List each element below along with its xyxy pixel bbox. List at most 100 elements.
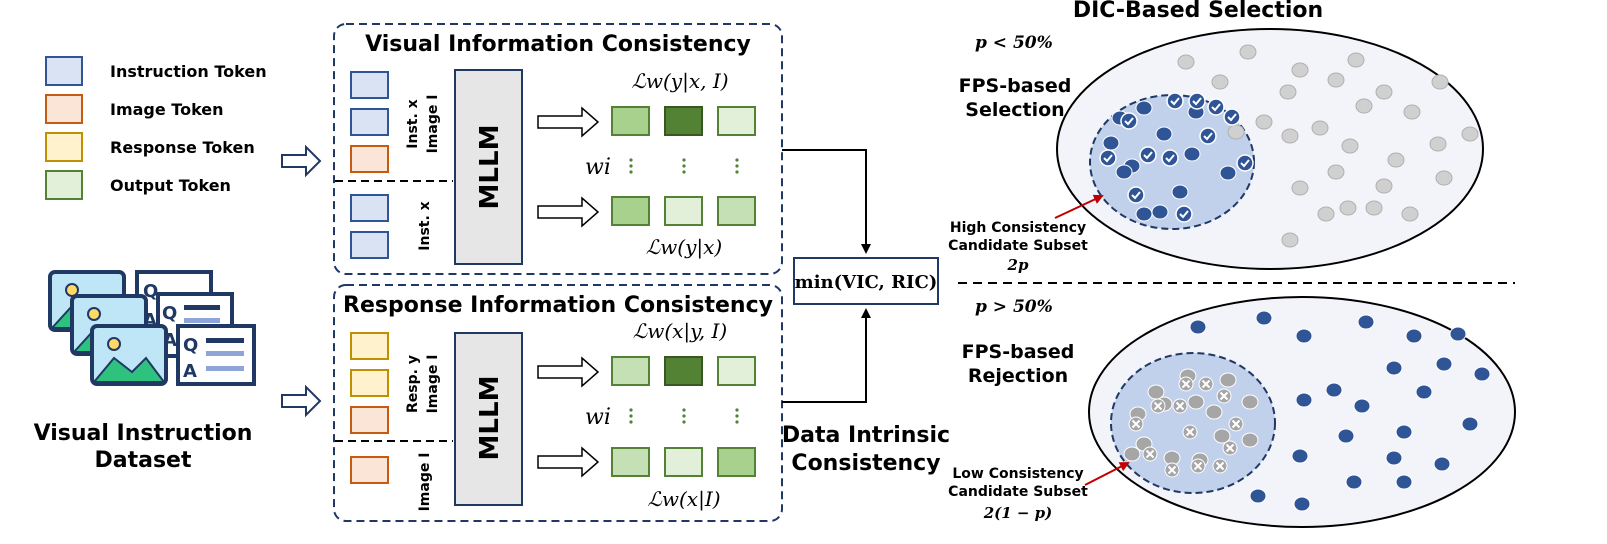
candidate-dot — [1183, 146, 1201, 162]
candidate-dot — [1241, 394, 1259, 410]
legend-swatch-image — [45, 94, 83, 124]
output-token — [717, 447, 756, 477]
candidate-dot — [1135, 206, 1153, 222]
retained-dot — [1385, 450, 1403, 466]
retained-dot — [1295, 392, 1313, 408]
ric-input-label-image: Image I — [425, 355, 441, 414]
unselected-dot — [1279, 84, 1297, 100]
dataset-illustration: Q Q A Q A A — [48, 270, 256, 386]
retained-dot — [1395, 474, 1413, 490]
vic-loss-bottom: ℒw(y|x) — [646, 235, 722, 260]
unselected-dot — [1317, 206, 1335, 222]
ric-panel: Response Information Consistency Resp. y… — [333, 284, 783, 522]
check-icon — [1165, 154, 1175, 163]
min-box — [793, 257, 939, 305]
output-token — [664, 106, 703, 136]
top-method-line1: FPS-based — [959, 75, 1072, 97]
candidate-dot — [1155, 126, 1173, 142]
unselected-dot — [1291, 62, 1309, 78]
check-icon — [1170, 97, 1180, 106]
retained-dot — [1461, 416, 1479, 432]
retained-dot — [1385, 360, 1403, 376]
check-icon — [1203, 132, 1213, 141]
candidate-dot — [1171, 184, 1189, 200]
response-token — [350, 369, 389, 397]
dataset-label-line2: Dataset — [94, 448, 191, 473]
candidate-dot — [1187, 394, 1205, 410]
cross-icon — [1175, 401, 1185, 411]
vic-mllm-box — [454, 69, 523, 265]
bottom-method-line1: FPS-based — [962, 341, 1075, 363]
cross-icon — [1131, 419, 1141, 429]
unselected-dot — [1387, 152, 1405, 168]
legend-swatch-instruction — [45, 56, 83, 86]
vic-panel-border — [333, 23, 783, 275]
subset-pointer-arrow — [1054, 194, 1104, 219]
hollow-arrow-icon — [537, 196, 600, 228]
vic-panel: Visual Information Consistency Inst. x I… — [333, 23, 783, 275]
retained-dot — [1435, 356, 1453, 372]
dic-label-line1: Data Intrinsic — [782, 423, 950, 448]
check-icon — [1143, 151, 1153, 160]
bottom-subset-line2: Candidate Subset — [948, 484, 1088, 500]
vic-input-label-instruction-only: Inst. x — [417, 201, 433, 250]
ric-mllm-box — [454, 332, 523, 506]
unselected-dot — [1177, 54, 1195, 70]
image-token — [350, 406, 389, 434]
instruction-token — [350, 71, 389, 99]
bottom-dots — [1123, 310, 1491, 512]
min-formula: min(VIC, RIC) — [795, 272, 938, 293]
candidate-dot — [1219, 165, 1237, 181]
bottom-condition: p > 50% — [975, 297, 1053, 317]
unselected-dot — [1347, 52, 1365, 68]
unselected-dot — [1365, 200, 1383, 216]
cross-icon — [1225, 443, 1235, 453]
retained-dot — [1357, 314, 1375, 330]
selected-dot — [1175, 205, 1193, 223]
unselected-dot — [1431, 74, 1449, 90]
ric-ellipsis — [629, 408, 739, 424]
candidate-dot — [1123, 446, 1141, 462]
check-icon — [1211, 103, 1221, 112]
vic-panel-title: Visual Information Consistency — [365, 32, 751, 57]
vic-input-label-image: Image I — [425, 95, 441, 154]
top-dots — [1099, 44, 1479, 248]
output-token — [664, 356, 703, 386]
retained-dot — [1473, 366, 1491, 382]
cross-icon — [1181, 379, 1191, 389]
unselected-dot — [1375, 84, 1393, 100]
unselected-dot — [1435, 170, 1453, 186]
output-token — [717, 196, 756, 226]
hollow-arrow-icon — [281, 384, 322, 418]
top-subset-line2: Candidate Subset — [948, 238, 1088, 254]
hollow-arrow-icon — [537, 356, 600, 388]
unselected-dot — [1211, 74, 1229, 90]
cross-icon — [1215, 461, 1225, 471]
retained-dot — [1415, 384, 1433, 400]
legend-label-instruction: Instruction Token — [110, 62, 267, 81]
unselected-dot — [1327, 72, 1345, 88]
legend-swatch-output — [45, 170, 83, 200]
unselected-dot — [1461, 126, 1479, 142]
instruction-token — [350, 108, 389, 136]
retained-dot — [1325, 382, 1343, 398]
check-icon — [1192, 97, 1202, 106]
unselected-dot — [1341, 138, 1359, 154]
candidate-dot — [1241, 432, 1259, 448]
retained-dot — [1295, 328, 1313, 344]
retained-dot — [1395, 424, 1413, 440]
ric-panel-title: Response Information Consistency — [343, 293, 773, 318]
top-subset-line1: High Consistency — [950, 220, 1086, 236]
output-token — [717, 106, 756, 136]
retained-dot — [1293, 496, 1311, 512]
selected-dot — [1223, 108, 1241, 126]
candidate-dot — [1151, 204, 1169, 220]
cross-icon — [1167, 465, 1177, 475]
image-token — [350, 456, 389, 484]
retained-dot — [1291, 448, 1309, 464]
retained-dot — [1189, 319, 1207, 335]
instruction-token — [350, 194, 389, 222]
doc-a-letter: A — [183, 361, 197, 382]
check-icon — [1240, 159, 1250, 168]
unselected-dot — [1239, 44, 1257, 60]
